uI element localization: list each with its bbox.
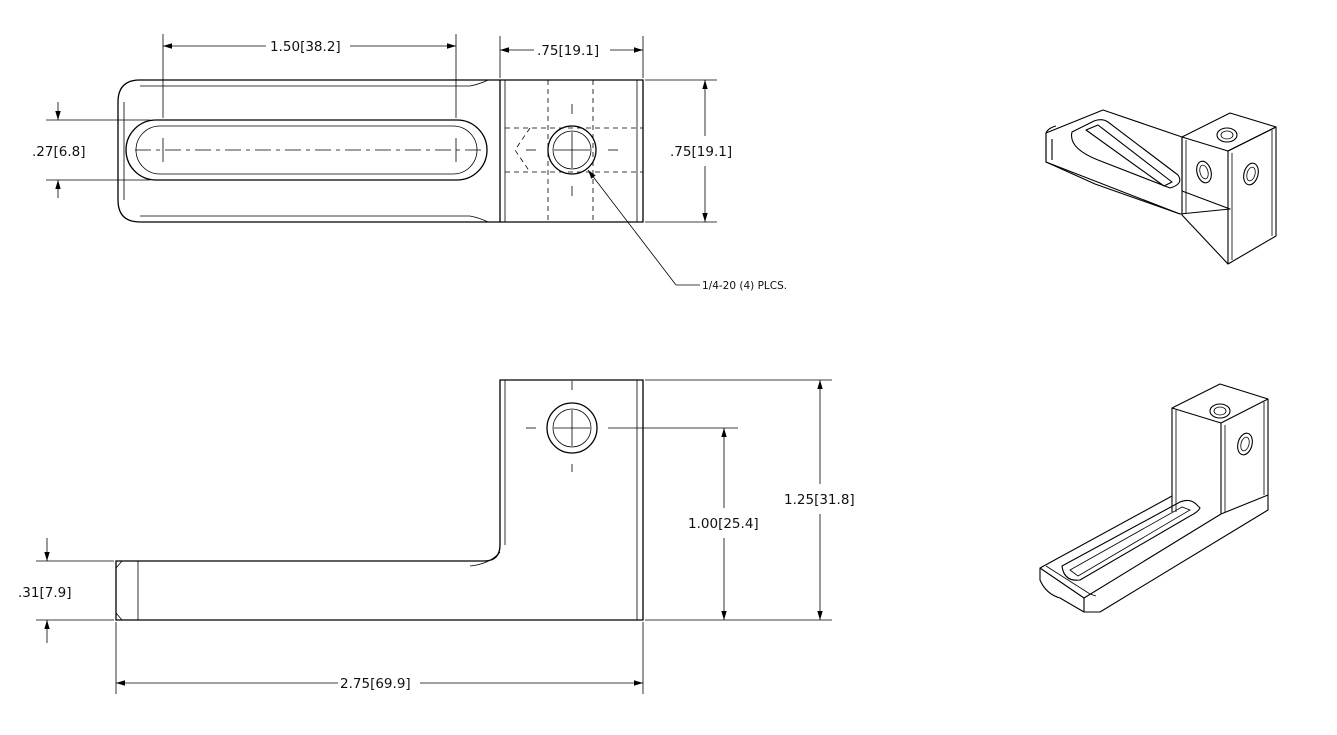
dim-slot-length: 1.50[38.2]	[270, 39, 341, 55]
top-view	[117, 79, 644, 223]
tapped-hole-top	[547, 125, 597, 175]
dim-base-thickness: .31[7.9]	[18, 585, 72, 601]
dim-block-depth: .75[19.1]	[670, 144, 732, 160]
dim-slot-width: .27[6.8]	[32, 144, 86, 160]
top-view-outline	[117, 79, 644, 223]
slot-inner	[135, 125, 478, 175]
thread-callout: 1/4-20 (4) PLCS.	[702, 280, 787, 292]
top-view-chamfer-edge	[123, 85, 470, 217]
dim-overall-height: 1.25[31.8]	[784, 492, 855, 508]
front-view	[115, 379, 644, 621]
front-view-dimensions: 1.00[25.4] 1.25[31.8] .31[7.9] 2.75[69.9…	[18, 379, 855, 694]
dim-hole-height: 1.00[25.4]	[688, 516, 759, 532]
tapped-hole-front	[546, 402, 598, 454]
dim-block-width: .75[19.1]	[537, 43, 599, 59]
front-view-outline	[115, 379, 644, 621]
top-view-dimensions: 1.50[38.2] .75[19.1] .27[6.8] .75[19.1] …	[32, 34, 787, 292]
dim-overall-length: 2.75[69.9]	[340, 676, 411, 692]
slot-outer	[125, 119, 488, 181]
isometric-view-bottom	[1039, 383, 1269, 613]
isometric-view-top	[1045, 109, 1277, 265]
